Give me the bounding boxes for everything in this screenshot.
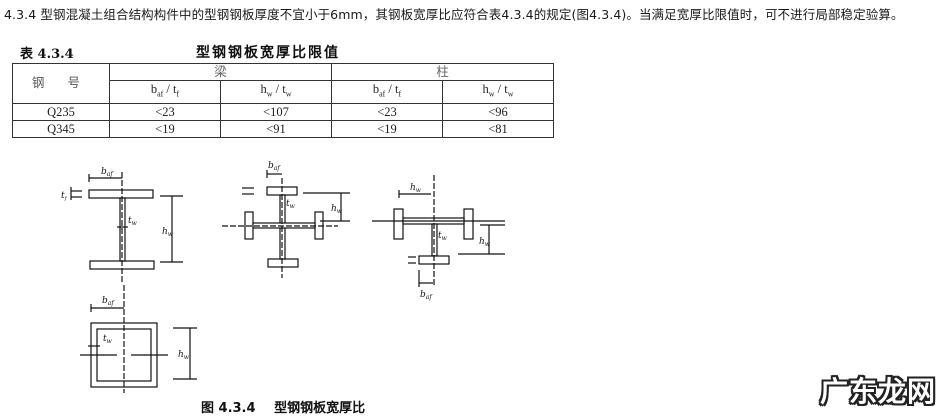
box-section-diagram [80,285,197,393]
label-hw: hw [410,183,422,194]
label-baf: baf [101,167,114,178]
value-cell: <81 [442,119,554,138]
value-cell: <19 [109,119,221,138]
subheader-beam-hw-tw: hw / tw [220,80,332,104]
table-row: Q345 <19 <91 <19 <81 [12,119,554,138]
subheader-column-hw-tw: hw / tw [442,80,554,104]
group-column-header: 柱 [331,63,554,81]
watermark-logo: 广东龙网 [820,375,937,408]
table-row: Q235 <23 <107 <23 <96 [12,102,554,121]
label-hw: hw [479,237,491,248]
table-title: 型钢钢板宽厚比限值 [196,45,340,61]
table-number: 表 4.3.4 [20,47,74,62]
i-section-diagram [70,172,183,282]
label-baf: baf [102,296,115,307]
label-baf: baf [420,290,433,301]
label-tw: tw [128,216,138,227]
label-tf: tf [61,191,68,202]
grade-header: 钢 号 [12,63,110,104]
label-hw: hw [331,204,343,215]
label-tw: tw [438,231,448,242]
width-thickness-table: 钢 号 梁 柱 baf / tf hw / tw baf / tf hw / t… [12,63,554,138]
figure-caption: 图 4.3.4 型钢钢板宽厚比 [201,397,365,416]
label-hw: hw [178,350,190,361]
figure-number: 图 4.3.4 [201,401,256,416]
figure-title: 型钢钢板宽厚比 [274,401,366,416]
label-tw: tw [286,199,296,210]
label-baf: baf [268,161,281,172]
group-beam-header: 梁 [109,63,332,81]
grade-cell: Q345 [12,119,110,138]
t-cross-section-diagram [372,175,505,287]
clause-text: 4.3.4 型钢混凝土组合结构构件中的型钢钢板厚度不宜小于6mm，其钢板宽厚比应… [4,7,904,22]
label-tw: tw [103,334,113,345]
cross-section-diagram [222,170,350,278]
label-hw: hw [162,227,174,238]
